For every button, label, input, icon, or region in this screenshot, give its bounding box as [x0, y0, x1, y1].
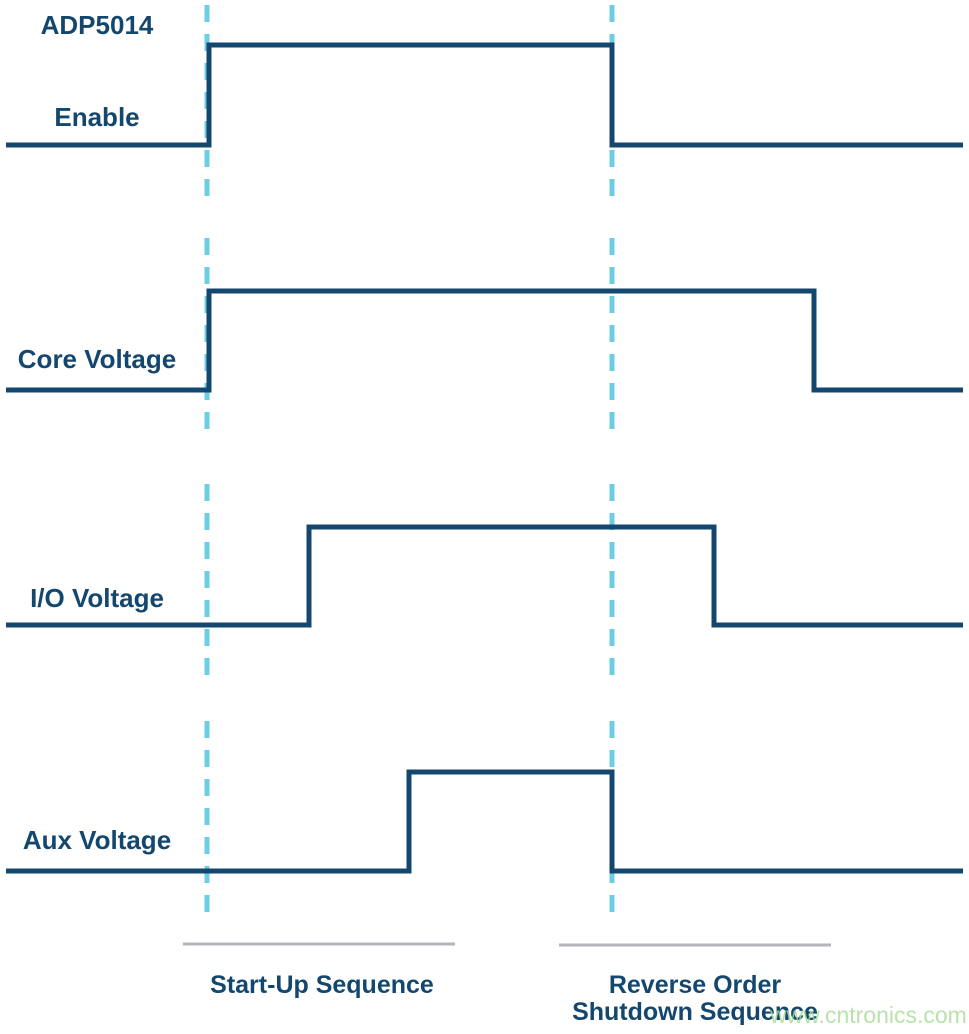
signal-label-enable: Enable [54, 102, 140, 132]
signal-label-aux-voltage: Aux Voltage [22, 825, 172, 855]
watermark: www.cntronics.com [770, 1002, 967, 1028]
phase-label-shutdown-line1: Reverse Order [608, 971, 782, 999]
phase-label-shutdown-line2: Shutdown Sequence [572, 998, 818, 1026]
phase-label-startup-line1: Start-Up Sequence [210, 971, 434, 999]
phase-label-shutdown: Reverse Order Shutdown Sequence [540, 972, 850, 1026]
phase-label-startup: Start-Up Sequence [167, 972, 477, 999]
waveform-1 [6, 288, 963, 393]
chip-title: ADP5014 [40, 10, 154, 40]
signal-label-io-voltage: I/O Voltage [30, 583, 164, 613]
signal-label-core-voltage: Core Voltage [17, 344, 177, 374]
waveform-3 [6, 769, 963, 874]
waveform-2 [6, 524, 963, 628]
waveform-0 [6, 42, 963, 148]
